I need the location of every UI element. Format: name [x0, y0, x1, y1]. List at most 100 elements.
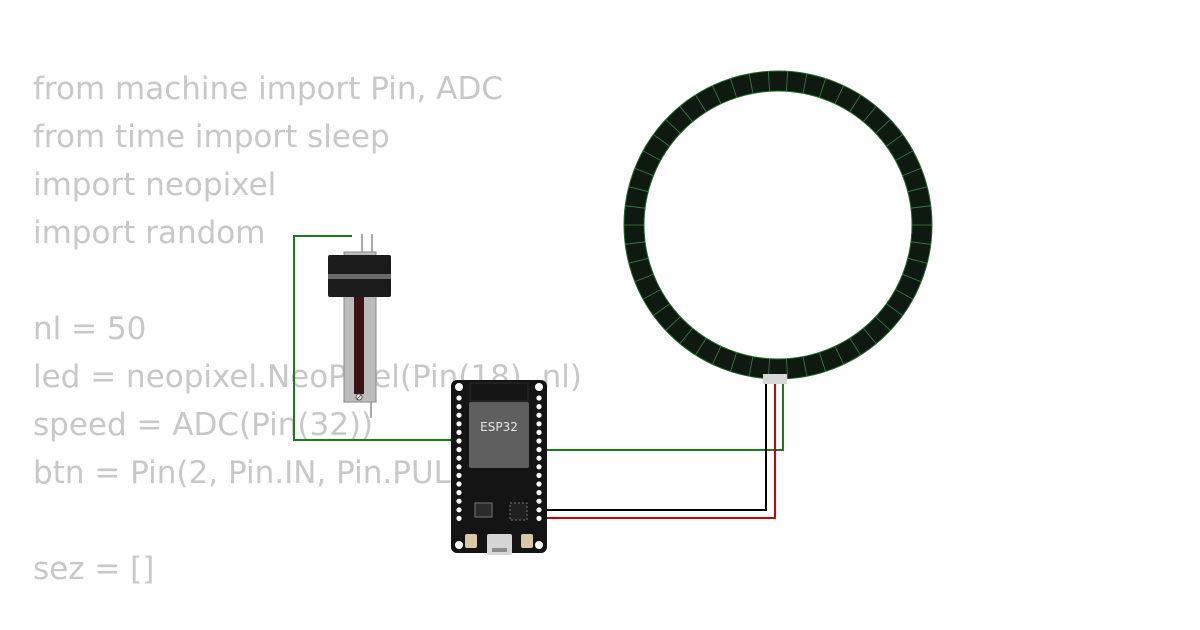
ring-led-divider — [653, 134, 670, 147]
usb-chip — [509, 502, 528, 521]
ring-led-divider — [712, 85, 722, 104]
header-pin — [536, 421, 542, 427]
ring-led-divider — [863, 327, 877, 344]
header-pin — [536, 464, 542, 470]
header-pin — [456, 472, 462, 478]
ring-led-divider — [886, 303, 903, 316]
header-pin — [536, 429, 542, 435]
mount-hole — [535, 383, 543, 391]
ring-led-divider — [875, 316, 891, 331]
reset-button[interactable] — [521, 534, 533, 548]
ring-led-divider — [748, 73, 754, 94]
ring-led-divider — [767, 71, 770, 92]
header-pin — [536, 447, 542, 453]
ring-led-divider — [910, 205, 931, 209]
ring-led-divider — [679, 327, 693, 344]
ring-led-divider — [665, 316, 681, 331]
ring-led-divider — [895, 289, 914, 300]
wire-ring-data[interactable] — [540, 383, 784, 451]
header-pin — [456, 447, 462, 453]
ring-led-divider — [625, 241, 646, 245]
ring-led-divider — [849, 94, 861, 113]
boot-button[interactable] — [465, 534, 477, 548]
wire-power[interactable] — [540, 383, 776, 519]
header-pin — [456, 498, 462, 504]
header-pin — [536, 472, 542, 478]
header-pin — [536, 490, 542, 496]
ring-led-divider — [625, 205, 646, 209]
ring-led-divider — [695, 337, 707, 356]
header-pin — [536, 507, 542, 513]
code-line: sez = [] — [33, 551, 155, 587]
ring-led-divider — [679, 106, 693, 123]
ring-led-divider — [875, 119, 891, 134]
header-pin — [456, 395, 462, 401]
neopixel-ring[interactable] — [623, 70, 933, 384]
code-line: from machine import Pin, ADC — [33, 71, 503, 107]
ring-led-divider — [910, 241, 931, 245]
ring-led-divider — [642, 289, 661, 300]
mount-hole — [455, 541, 463, 549]
ring-led-divider — [634, 167, 654, 177]
wire-ground[interactable] — [540, 383, 767, 511]
header-pin — [536, 481, 542, 487]
ring-led-divider — [653, 303, 670, 316]
header-pin — [456, 412, 462, 418]
header-pin — [536, 395, 542, 401]
header-pin — [456, 464, 462, 470]
code-line: import neopixel — [33, 167, 277, 203]
header-pin — [536, 404, 542, 410]
header-pin — [456, 404, 462, 410]
header-pin — [456, 455, 462, 461]
header-pin — [456, 481, 462, 487]
ring-led-divider — [907, 186, 928, 193]
ring-led-divider — [786, 71, 789, 92]
ring-led-divider — [712, 346, 722, 365]
header-pin — [456, 490, 462, 496]
ring-led-divider — [834, 346, 844, 365]
ring-led-divider — [886, 134, 903, 147]
ring-led-divider — [819, 78, 826, 98]
header-pin — [536, 498, 542, 504]
chip-label: ESP32 — [480, 420, 518, 434]
ring-led-divider — [849, 337, 861, 356]
ring-led-divider — [628, 186, 649, 193]
header-pin — [456, 429, 462, 435]
ring-led-divider — [634, 273, 654, 283]
ring-led-divider — [628, 257, 649, 264]
code-line: from time import sleep — [33, 119, 390, 155]
ring-led-divider — [902, 167, 922, 177]
ring-led-divider — [802, 356, 808, 377]
ring-led-divider — [695, 94, 707, 113]
regulator — [474, 502, 493, 518]
ring-led-divider — [834, 85, 844, 104]
ring-led-divider — [786, 358, 789, 379]
ring-led-divider — [819, 352, 826, 372]
ring-led-divider — [642, 150, 661, 161]
esp32-board[interactable]: ESP32 — [451, 380, 547, 555]
pin-headers — [456, 395, 542, 522]
header-pin — [456, 438, 462, 444]
ring-led-divider — [863, 106, 877, 123]
ring-led-divider — [665, 119, 681, 134]
code-line: nl = 50 — [33, 311, 147, 347]
code-line: speed = ADC(Pin(32)) — [33, 407, 374, 443]
ring-led-divider — [907, 257, 928, 264]
ring-led-separators — [624, 71, 932, 379]
ring-led-divider — [895, 150, 914, 161]
wire-slider-signal[interactable] — [293, 235, 460, 441]
ring-led-divider — [730, 352, 737, 372]
ring-led-divider — [802, 73, 808, 94]
ring-led-divider — [902, 273, 922, 283]
code-line: import random — [33, 215, 266, 251]
slide-potentiometer[interactable] — [328, 234, 391, 418]
mount-hole — [535, 541, 543, 549]
ring-led-divider — [730, 78, 737, 98]
ring-led-divider — [748, 356, 754, 377]
esp32-chip — [469, 402, 529, 468]
ring-connector — [763, 374, 787, 384]
header-pin — [536, 455, 542, 461]
mount-hole — [455, 383, 463, 391]
header-pin — [536, 412, 542, 418]
